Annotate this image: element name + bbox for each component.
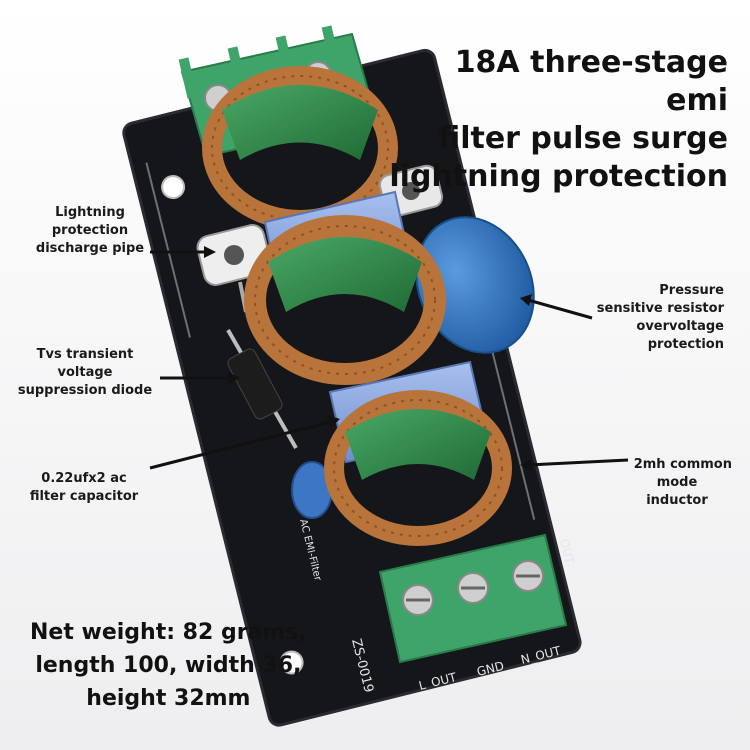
arrow-varistor [527, 298, 593, 320]
callout-inductor-line-3: inductor [646, 493, 708, 508]
output-terminal-block [378, 533, 568, 664]
callout-inductor-line-1: 2mh common [633, 457, 732, 472]
arrow-inductor [527, 458, 629, 467]
arrowhead-varistor [520, 294, 532, 306]
arrowhead-tvs-diode [228, 372, 240, 384]
common-mode-inductor-3 [324, 390, 512, 546]
callout-varistor: Pressure sensitive resistor overvoltage … [564, 282, 724, 354]
callout-capacitor-line-1: 0.22ufx2 ac [41, 471, 127, 486]
specs-line-1: Net weight: 82 grams, [30, 620, 307, 645]
headline-line-2: filter pulse surge [437, 121, 728, 156]
callout-inductor: 2mh common mode inductor [622, 456, 732, 510]
arrowhead-capacitor [327, 415, 340, 428]
callout-varistor-line-4: protection [647, 337, 724, 352]
callout-discharge-pipe-line-3: discharge pipe [35, 241, 145, 256]
common-mode-inductor-2 [244, 215, 446, 385]
callout-tvs-diode-line-1: Tvs transient [36, 347, 134, 362]
callout-discharge-pipe-line-1: Lightning [55, 205, 125, 220]
callout-discharge-pipe-line-2: protection [51, 223, 129, 238]
callout-inductor-line-2: mode [656, 475, 698, 490]
specs-line-3: height 32mm [86, 686, 251, 711]
headline-line-3: lightning protection [389, 159, 728, 194]
callout-varistor-line-2: sensitive resistor [596, 301, 724, 316]
arrowhead-inductor [520, 459, 532, 471]
product-headline: 18A three-stage emi filter pulse surge l… [388, 44, 728, 196]
arrow-capacitor [149, 420, 331, 470]
tvs-diode [226, 329, 298, 449]
product-specs: Net weight: 82 grams, length 100, width … [30, 616, 307, 715]
callout-capacitor: 0.22ufx2 ac filter capacitor [14, 470, 154, 506]
arrowhead-discharge-pipe [204, 246, 216, 258]
board-out-label: OUT [557, 537, 577, 566]
callout-capacitor-line-2: filter capacitor [29, 489, 139, 504]
callout-tvs-diode-line-3: suppression diode [17, 383, 153, 398]
specs-line-2: length 100, width 36, [35, 653, 302, 678]
board-terminal-label-gnd: GND [475, 659, 505, 679]
callout-varistor-line-3: overvoltage [636, 319, 724, 334]
callout-tvs-diode-line-2: voltage [57, 365, 113, 380]
callout-tvs-diode: Tvs transient voltage suppression diode [10, 346, 160, 400]
callout-discharge-pipe: Lightning protection discharge pipe [30, 204, 150, 258]
headline-line-1: 18A three-stage emi [454, 45, 728, 118]
callout-arrows [149, 246, 629, 471]
callout-varistor-line-1: Pressure [659, 283, 724, 298]
